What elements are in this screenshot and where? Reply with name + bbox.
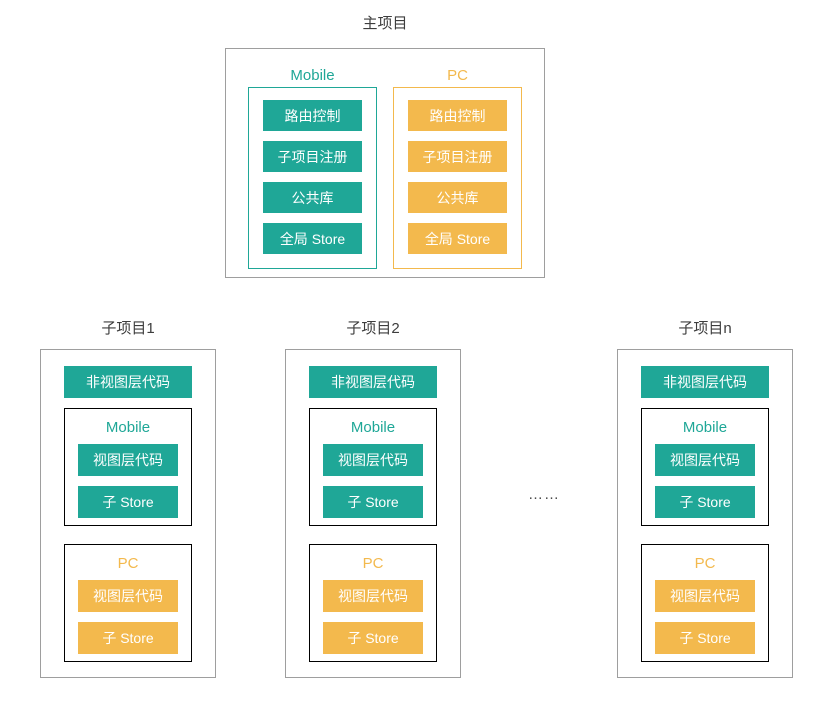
sub-store-chip-pc: 子 Store — [323, 622, 423, 654]
sub1-mobile-label: Mobile — [105, 419, 151, 436]
sub-project-2-title: 子项目2 — [346, 320, 400, 337]
common-library-chip-pc: 公共库 — [408, 182, 507, 213]
sub1-pc-box: PC 视图层代码 子 Store — [64, 544, 192, 662]
common-library-chip-mobile: 公共库 — [263, 182, 362, 213]
main-pc-label: PC — [447, 67, 468, 84]
main-mobile-label: Mobile — [290, 67, 335, 84]
sub-project-n: 子项目n 非视图层代码 Mobile 视图层代码 子 Store PC 视图层代… — [617, 320, 793, 678]
view-code-chip-pc: 视图层代码 — [78, 580, 178, 612]
view-code-chip-mobile: 视图层代码 — [655, 444, 755, 476]
subn-pc-label: PC — [694, 555, 716, 572]
sub-project-n-title: 子项目n — [678, 320, 732, 337]
subproject-register-chip-pc: 子项目注册 — [408, 141, 507, 172]
route-control-chip-pc: 路由控制 — [408, 100, 507, 131]
non-view-code-chip: 非视图层代码 — [641, 366, 769, 398]
sub-store-chip-mobile: 子 Store — [655, 486, 755, 518]
sub2-pc-label: PC — [362, 555, 384, 572]
view-code-chip-pc: 视图层代码 — [655, 580, 755, 612]
non-view-code-chip: 非视图层代码 — [64, 366, 192, 398]
main-pc-group: PC 路由控制 子项目注册 公共库 全局 Store — [393, 49, 522, 277]
view-code-chip-mobile: 视图层代码 — [323, 444, 423, 476]
global-store-chip-mobile: 全局 Store — [263, 223, 362, 254]
sub-store-chip-pc: 子 Store — [655, 622, 755, 654]
main-pc-box: 路由控制 子项目注册 公共库 全局 Store — [393, 87, 522, 269]
sub1-mobile-box: Mobile 视图层代码 子 Store — [64, 408, 192, 526]
sub-project-2: 子项目2 非视图层代码 Mobile 视图层代码 子 Store PC 视图层代… — [285, 320, 461, 678]
subproject-register-chip-mobile: 子项目注册 — [263, 141, 362, 172]
main-project-section: 主项目 Mobile 路由控制 子项目注册 公共库 全局 Store PC 路由… — [225, 14, 545, 278]
sub-store-chip-mobile: 子 Store — [78, 486, 178, 518]
sub2-mobile-box: Mobile 视图层代码 子 Store — [309, 408, 437, 526]
route-control-chip-mobile: 路由控制 — [263, 100, 362, 131]
global-store-chip-pc: 全局 Store — [408, 223, 507, 254]
sub2-mobile-label: Mobile — [350, 419, 396, 436]
sub-project-n-box: 非视图层代码 Mobile 视图层代码 子 Store PC 视图层代码 子 S… — [617, 349, 793, 678]
main-project-box: Mobile 路由控制 子项目注册 公共库 全局 Store PC 路由控制 子… — [225, 48, 545, 278]
subn-mobile-box: Mobile 视图层代码 子 Store — [641, 408, 769, 526]
ellipsis-more-subprojects: …… — [528, 486, 560, 503]
subn-pc-box: PC 视图层代码 子 Store — [641, 544, 769, 662]
sub2-pc-box: PC 视图层代码 子 Store — [309, 544, 437, 662]
sub-project-2-box: 非视图层代码 Mobile 视图层代码 子 Store PC 视图层代码 子 S… — [285, 349, 461, 678]
view-code-chip-mobile: 视图层代码 — [78, 444, 178, 476]
sub-project-1-box: 非视图层代码 Mobile 视图层代码 子 Store PC 视图层代码 子 S… — [40, 349, 216, 678]
subn-mobile-label: Mobile — [682, 419, 728, 436]
sub-store-chip-mobile: 子 Store — [323, 486, 423, 518]
non-view-code-chip: 非视图层代码 — [309, 366, 437, 398]
main-mobile-group: Mobile 路由控制 子项目注册 公共库 全局 Store — [248, 49, 377, 277]
main-project-title: 主项目 — [362, 15, 408, 32]
sub-store-chip-pc: 子 Store — [78, 622, 178, 654]
view-code-chip-pc: 视图层代码 — [323, 580, 423, 612]
sub-project-1: 子项目1 非视图层代码 Mobile 视图层代码 子 Store PC 视图层代… — [40, 320, 216, 678]
main-mobile-box: 路由控制 子项目注册 公共库 全局 Store — [248, 87, 377, 269]
sub1-pc-label: PC — [117, 555, 139, 572]
sub-project-1-title: 子项目1 — [101, 320, 155, 337]
